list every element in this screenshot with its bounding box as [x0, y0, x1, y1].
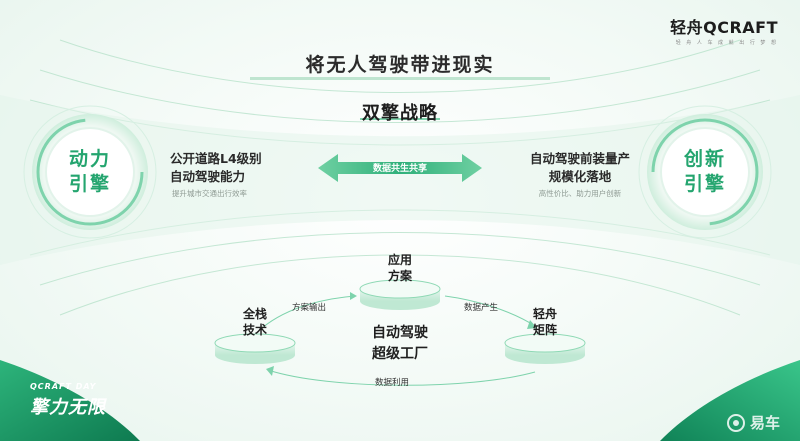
right-engine-label: 创新 引擎 — [665, 147, 745, 197]
platform-top-label: 应用 方案 — [370, 252, 430, 284]
cycle-arrows — [261, 292, 537, 386]
platform-left-label: 全栈 技术 — [225, 306, 285, 338]
watermark-icon — [726, 413, 745, 432]
platform-top-line2: 方案 — [387, 269, 412, 283]
flow-output-label: 方案输出 — [292, 303, 327, 313]
platform-left-line2: 技术 — [242, 323, 267, 337]
event-top-text: QCRAFT DAY — [30, 382, 97, 391]
strategy-title: 双擎战略 — [362, 103, 438, 124]
platform-top-line1: 应用 — [387, 253, 412, 267]
watermark-text: 易车 — [749, 414, 780, 432]
left-engine-subtitle: 提升城市交通出行效率 — [172, 189, 247, 198]
left-engine-title2: 自动驾驶能力 — [170, 169, 246, 184]
logo-main-text: 轻舟QCRAFT — [670, 18, 778, 37]
left-engine-disc — [23, 105, 157, 239]
event-badge: QCRAFT DAY 擎力无限 — [30, 382, 106, 419]
platform-right-line2: 矩阵 — [532, 323, 557, 337]
right-engine-disc — [638, 105, 772, 239]
platform-left-shape — [214, 333, 296, 364]
right-engine-subtitle: 高性价比、助力用户创新 — [538, 189, 622, 198]
brand-logo: 轻舟QCRAFT 轻 舟 人 车 成 就 出 行 梦 想 — [670, 14, 778, 46]
center-line2: 超级工厂 — [372, 346, 428, 362]
right-engine-title1: 自动驾驶前装量产 — [529, 151, 630, 166]
center-line1: 自动驾驶 — [372, 325, 428, 341]
left-engine-title: 公开道路L4级别 自动驾驶能力 — [170, 150, 262, 186]
left-engine-title1: 公开道路L4级别 — [170, 151, 262, 166]
right-engine-line2: 引擎 — [683, 173, 726, 195]
platform-right-shape — [504, 333, 586, 364]
bottom-right-decor — [660, 360, 800, 441]
platform-right-line1: 轻舟 — [532, 307, 557, 321]
left-engine-label: 动力 引擎 — [50, 147, 130, 197]
right-engine-line1: 创新 — [683, 148, 726, 170]
platform-top-shape — [359, 279, 441, 310]
watermark: 易车 — [726, 412, 780, 433]
flow-produce-label: 数据产生 — [464, 303, 499, 313]
event-main-text: 擎力无限 — [30, 397, 106, 418]
platform-right-label: 轻舟 矩阵 — [515, 306, 575, 338]
arrow-label: 数据共生共享 — [372, 164, 427, 174]
platform-left-line1: 全栈 — [242, 307, 267, 321]
headline: 将无人驾驶带进现实 — [305, 54, 495, 76]
right-engine-title: 自动驾驶前装量产 规模化落地 — [520, 150, 640, 186]
right-engine-title2: 规模化落地 — [548, 169, 612, 184]
double-arrow — [318, 154, 482, 182]
bottom-left-decor — [0, 360, 140, 441]
left-engine-line1: 动力 — [68, 148, 111, 170]
flow-use-label: 数据利用 — [375, 378, 410, 388]
logo-tagline: 轻 舟 人 车 成 就 出 行 梦 想 — [675, 40, 778, 46]
left-engine-line2: 引擎 — [68, 173, 111, 195]
center-label: 自动驾驶 超级工厂 — [340, 323, 460, 365]
